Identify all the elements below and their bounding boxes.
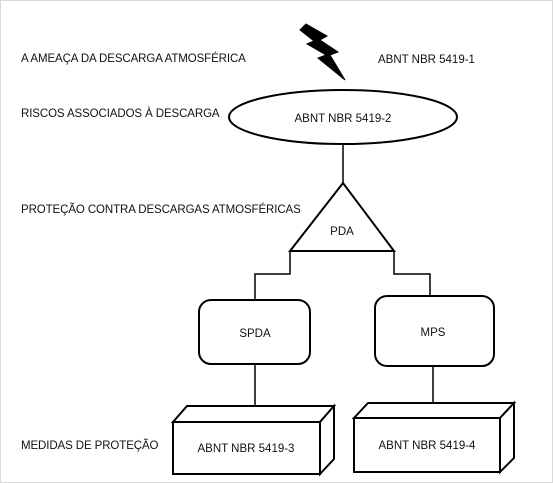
connector-pda-mps [393, 251, 431, 296]
label-measures: MEDIDAS DE PROTEÇÃO [21, 440, 159, 452]
spda-label: SPDA [239, 328, 271, 340]
pda-label: PDA [330, 226, 354, 238]
label-risks: RISCOS ASSOCIADOS À DESCARGA [21, 108, 220, 120]
pda-triangle [287, 181, 396, 252]
connector-pda-spda [254, 251, 291, 300]
label-protection: PROTEÇÃO CONTRA DESCARGAS ATMOSFÉRICAS [21, 204, 301, 216]
nbr-5419-2-label: ABNT NBR 5419-2 [295, 113, 392, 125]
nbr-5419-1-label: ABNT NBR 5419-1 [378, 54, 475, 66]
nbr-5419-3-box [170, 403, 337, 477]
mps-box [374, 295, 495, 367]
label-threat: A AMEAÇA DA DESCARGA ATMOSFÉRICA [21, 53, 246, 65]
nbr-5419-3-label: ABNT NBR 5419-3 [198, 443, 295, 455]
nbr-5419-4-box [351, 400, 517, 475]
nbr-5419-4-label: ABNT NBR 5419-4 [379, 440, 477, 452]
mps-label: MPS [421, 327, 446, 339]
lightning-bolt-icon [299, 23, 346, 81]
